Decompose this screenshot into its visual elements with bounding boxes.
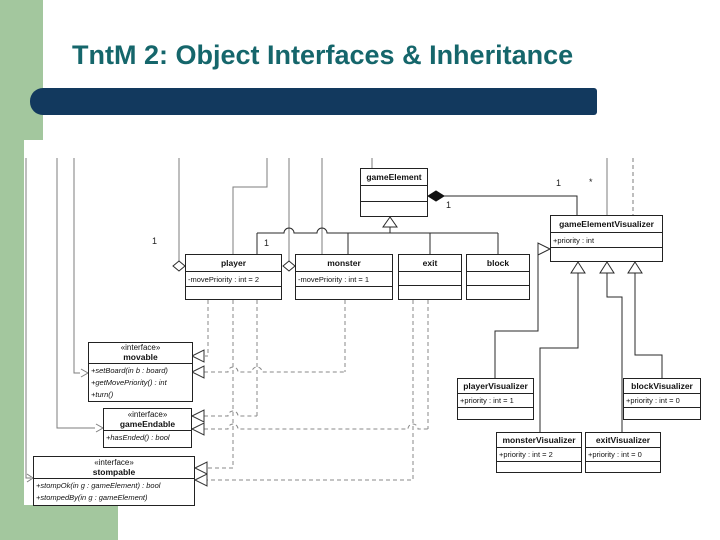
uml-compartment [624,407,700,419]
generalization-triangle-icon [627,261,643,274]
uml-class-exitVisualizer: exitVisualizer +priority : int = 0 [585,432,661,473]
uml-class-gameElement: gameElement [360,168,428,217]
class-name: stompable [92,466,136,477]
uml-operation: +stompedBy(in g : gameElement) [36,493,148,502]
class-name: gameEndable [119,418,176,429]
multiplicity-label: 1 [152,236,158,246]
uml-interface-movable: «interface» movable +setBoard(in b : boa… [88,342,193,402]
uml-class-monsterVisualizer: monsterVisualizer +priority : int = 2 [496,432,582,473]
uml-operation: +turn() [91,390,114,399]
uml-class-blockVisualizer: blockVisualizer +priority : int = 0 [623,378,701,420]
uml-class-gameElementVisualizer: gameElementVisualizer +priority : int [550,215,663,262]
visualizer-generalization [494,242,663,432]
uml-compartment [361,200,427,217]
green-sidebar-top [0,0,43,140]
multiplicity-label: 1 [556,178,562,188]
uml-attribute: -movePriority : int = 1 [296,271,392,286]
class-name: block [486,258,510,268]
uml-compartment [586,461,660,472]
generalization-tree [256,216,499,254]
generalization-triangle-icon [537,242,552,256]
composition-link [427,190,578,215]
uml-compartment [458,407,533,419]
multiplicity-label: 1 [264,238,270,248]
class-name: monsterVisualizer [502,435,576,445]
uml-operation: +stompOk(in g : gameElement) : bool [36,481,161,490]
uml-attribute: -movePriority : int = 2 [186,271,281,286]
uml-compartment [551,247,662,261]
interface-operations: +hasEnded() : bool [104,430,191,447]
interface-header: «interface» stompable [34,457,194,478]
class-name: gameElement [366,172,422,182]
uml-attribute: +priority : int = 1 [458,393,533,407]
generalization-triangle-icon [599,261,615,274]
realization-lines [204,300,429,481]
stereotype-label: «interface» [120,343,161,352]
class-name: player [220,258,247,268]
interface-header: «interface» movable [89,343,192,363]
association-lines [25,158,634,483]
multiplicity-label: * [589,177,593,187]
uml-compartment [399,285,461,299]
uml-compartment [361,185,427,201]
uml-attribute: +priority : int = 2 [497,447,581,461]
realization-triangle-icons [190,349,208,487]
uml-operation: +getMovePriority() : int [91,378,167,387]
interface-operations: +setBoard(in b : board) +getMovePriority… [89,363,192,402]
class-name: blockVisualizer [631,381,693,391]
class-name: gameElementVisualizer [559,219,654,229]
green-footer-block [0,505,118,540]
uml-operation: +setBoard(in b : board) [91,366,168,375]
open-arrow-icon [80,368,90,378]
uml-class-exit: exit [398,254,462,300]
uml-compartment [296,286,392,299]
uml-attribute: +priority : int [551,232,662,247]
uml-class-player: player -movePriority : int = 2 [185,254,282,300]
accent-bar [30,88,597,115]
uml-compartment [186,286,281,299]
uml-class-monster: monster -movePriority : int = 1 [295,254,393,300]
uml-attribute: +priority : int = 0 [624,393,700,407]
uml-operation: +hasEnded() : bool [106,433,170,442]
multiplicity-label: 1 [446,200,452,210]
class-name: movable [123,352,158,362]
class-name: monster [327,258,361,268]
interface-operations: +stompOk(in g : gameElement) : bool +sto… [34,478,194,505]
uml-interface-stompable: «interface» stompable +stompOk(in g : ga… [33,456,195,506]
uml-compartment [497,461,581,472]
generalization-triangle-icon [570,261,586,274]
stereotype-label: «interface» [127,409,168,419]
uml-class-block: block [466,254,530,300]
uml-interface-gameEndable: «interface» gameEndable +hasEnded() : bo… [103,408,192,448]
interface-header: «interface» gameEndable [104,409,191,430]
composition-diamond-icon [427,190,445,202]
page-title: TntM 2: Object Interfaces & Inheritance [72,40,574,70]
generalization-triangle-icon [382,216,398,228]
uml-compartment [467,271,529,285]
open-arrow-icon [95,423,105,433]
class-name: exitVisualizer [595,435,651,445]
uml-compartment [467,285,529,299]
stereotype-label: «interface» [94,457,134,467]
uml-attribute: +priority : int = 0 [586,447,660,461]
uml-compartment [399,271,461,285]
uml-class-playerVisualizer: playerVisualizer +priority : int = 1 [457,378,534,420]
class-name: playerVisualizer [463,381,528,391]
class-name: exit [422,258,438,268]
